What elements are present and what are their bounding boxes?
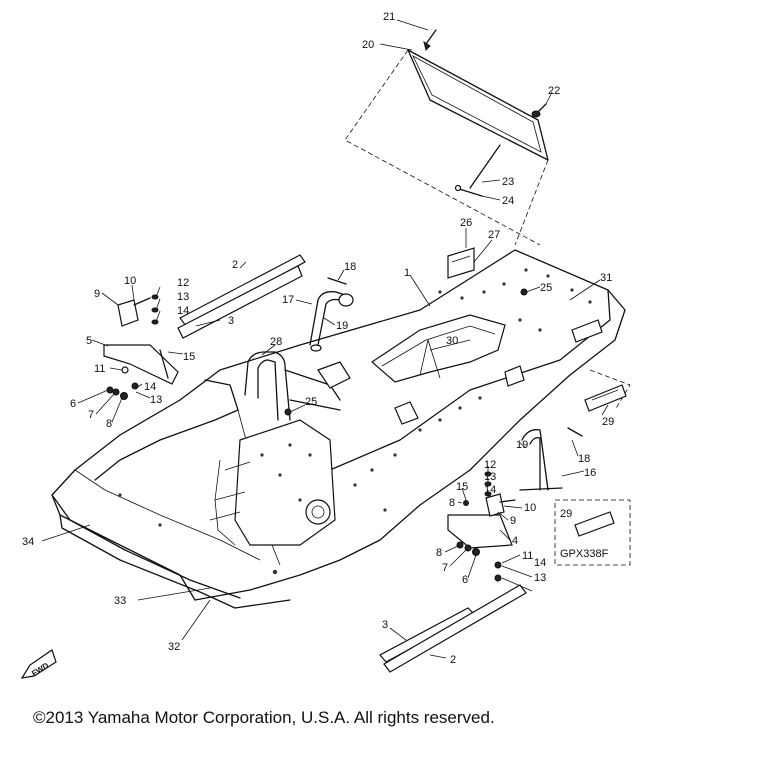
callout-10-left: 10 (124, 275, 136, 287)
bolt-22-icon (531, 103, 547, 118)
main-frame (51, 249, 631, 609)
callout-33: 33 (114, 595, 126, 607)
callout-1: 1 (404, 267, 410, 279)
frame-exploded-diagram: 29 GPX338F FWD (20, 11, 631, 679)
callout-7-right: 7 (442, 562, 448, 574)
callout-27: 27 (488, 229, 500, 241)
callout-13-right-2: 13 (534, 572, 546, 584)
callout-6-right: 6 (462, 574, 468, 586)
decal-26-icon (447, 247, 475, 279)
callout-28: 28 (270, 336, 282, 348)
callout-9-left: 9 (94, 288, 100, 300)
callout-25-mid: 25 (305, 396, 317, 408)
callout-6-left: 6 (70, 398, 76, 410)
callout-15-right: 15 (456, 481, 468, 493)
right-bracket-assembly (447, 471, 516, 582)
callout-29-side: 29 (602, 416, 614, 428)
callout-2-bottom: 2 (450, 654, 456, 666)
rivet-holes (118, 268, 592, 575)
callout-25-top: 25 (540, 282, 552, 294)
callout-11-left: 11 (94, 363, 105, 375)
left-bracket-assembly (103, 294, 179, 400)
callout-4: 4 (512, 535, 518, 547)
callout-26: 26 (460, 217, 472, 229)
callout-8-left: 8 (106, 418, 112, 430)
decal-30-icon (429, 339, 471, 351)
callout-11-right: 11 (522, 550, 533, 562)
variant-label: GPX338F (560, 548, 609, 560)
clip-24-icon (454, 184, 483, 197)
callout-9-right: 9 (510, 515, 516, 527)
fwd-arrow-icon: FWD (20, 649, 57, 679)
callout-10-right: 10 (524, 502, 536, 514)
callout-14-right-2: 14 (534, 557, 546, 569)
top-panel (344, 49, 549, 246)
grab-handle-right (519, 427, 583, 491)
callout-31: 31 (600, 272, 612, 284)
callout-30: 30 (446, 335, 458, 347)
runner-strip-left (177, 254, 306, 339)
callout-13-left-2: 13 (150, 394, 162, 406)
callout-13-left: 13 (177, 291, 189, 303)
leader-lines (41, 19, 609, 659)
callout-labels: 21 20 22 23 24 26 27 2 18 1 31 25 10 12 … (22, 11, 614, 666)
callout-2-top: 2 (232, 259, 238, 271)
callout-16: 16 (584, 467, 596, 479)
callout-12-left: 12 (177, 277, 189, 289)
stay-23-icon (469, 144, 501, 189)
runner-strip-right (379, 584, 527, 673)
callout-34: 34 (22, 536, 34, 548)
callout-22: 22 (548, 85, 560, 97)
grab-handle-left (284, 277, 528, 416)
callout-3-top: 3 (228, 315, 234, 327)
callout-18-right: 18 (578, 453, 590, 465)
callout-32: 32 (168, 641, 180, 653)
copyright-notice: ©2013 Yamaha Motor Corporation, U.S.A. A… (33, 708, 495, 727)
callout-20: 20 (362, 39, 374, 51)
callout-18-top: 18 (344, 261, 356, 273)
callout-24: 24 (502, 195, 514, 207)
callout-5: 5 (86, 335, 92, 347)
callout-13-right: 13 (484, 471, 496, 483)
callout-17: 17 (282, 294, 294, 306)
variant-inset: 29 GPX338F (554, 499, 631, 566)
callout-14-left-2: 14 (144, 381, 156, 393)
callout-14-right: 14 (484, 484, 496, 496)
callout-3-bottom: 3 (382, 619, 388, 631)
callout-12-right: 12 (484, 459, 496, 471)
callout-14-left: 14 (177, 305, 189, 317)
variant-part-number: 29 (560, 508, 572, 520)
callout-19-right: 19 (516, 439, 528, 451)
decal-29-icon (584, 384, 627, 412)
callout-7-left: 7 (88, 409, 94, 421)
callout-21: 21 (383, 11, 395, 23)
callout-8-right-top: 8 (449, 497, 455, 509)
callout-23: 23 (502, 176, 514, 188)
callout-15-left: 15 (183, 351, 195, 363)
callout-19-top: 19 (336, 320, 348, 332)
callout-8-right: 8 (436, 547, 442, 559)
bolt-21-icon (423, 29, 437, 51)
